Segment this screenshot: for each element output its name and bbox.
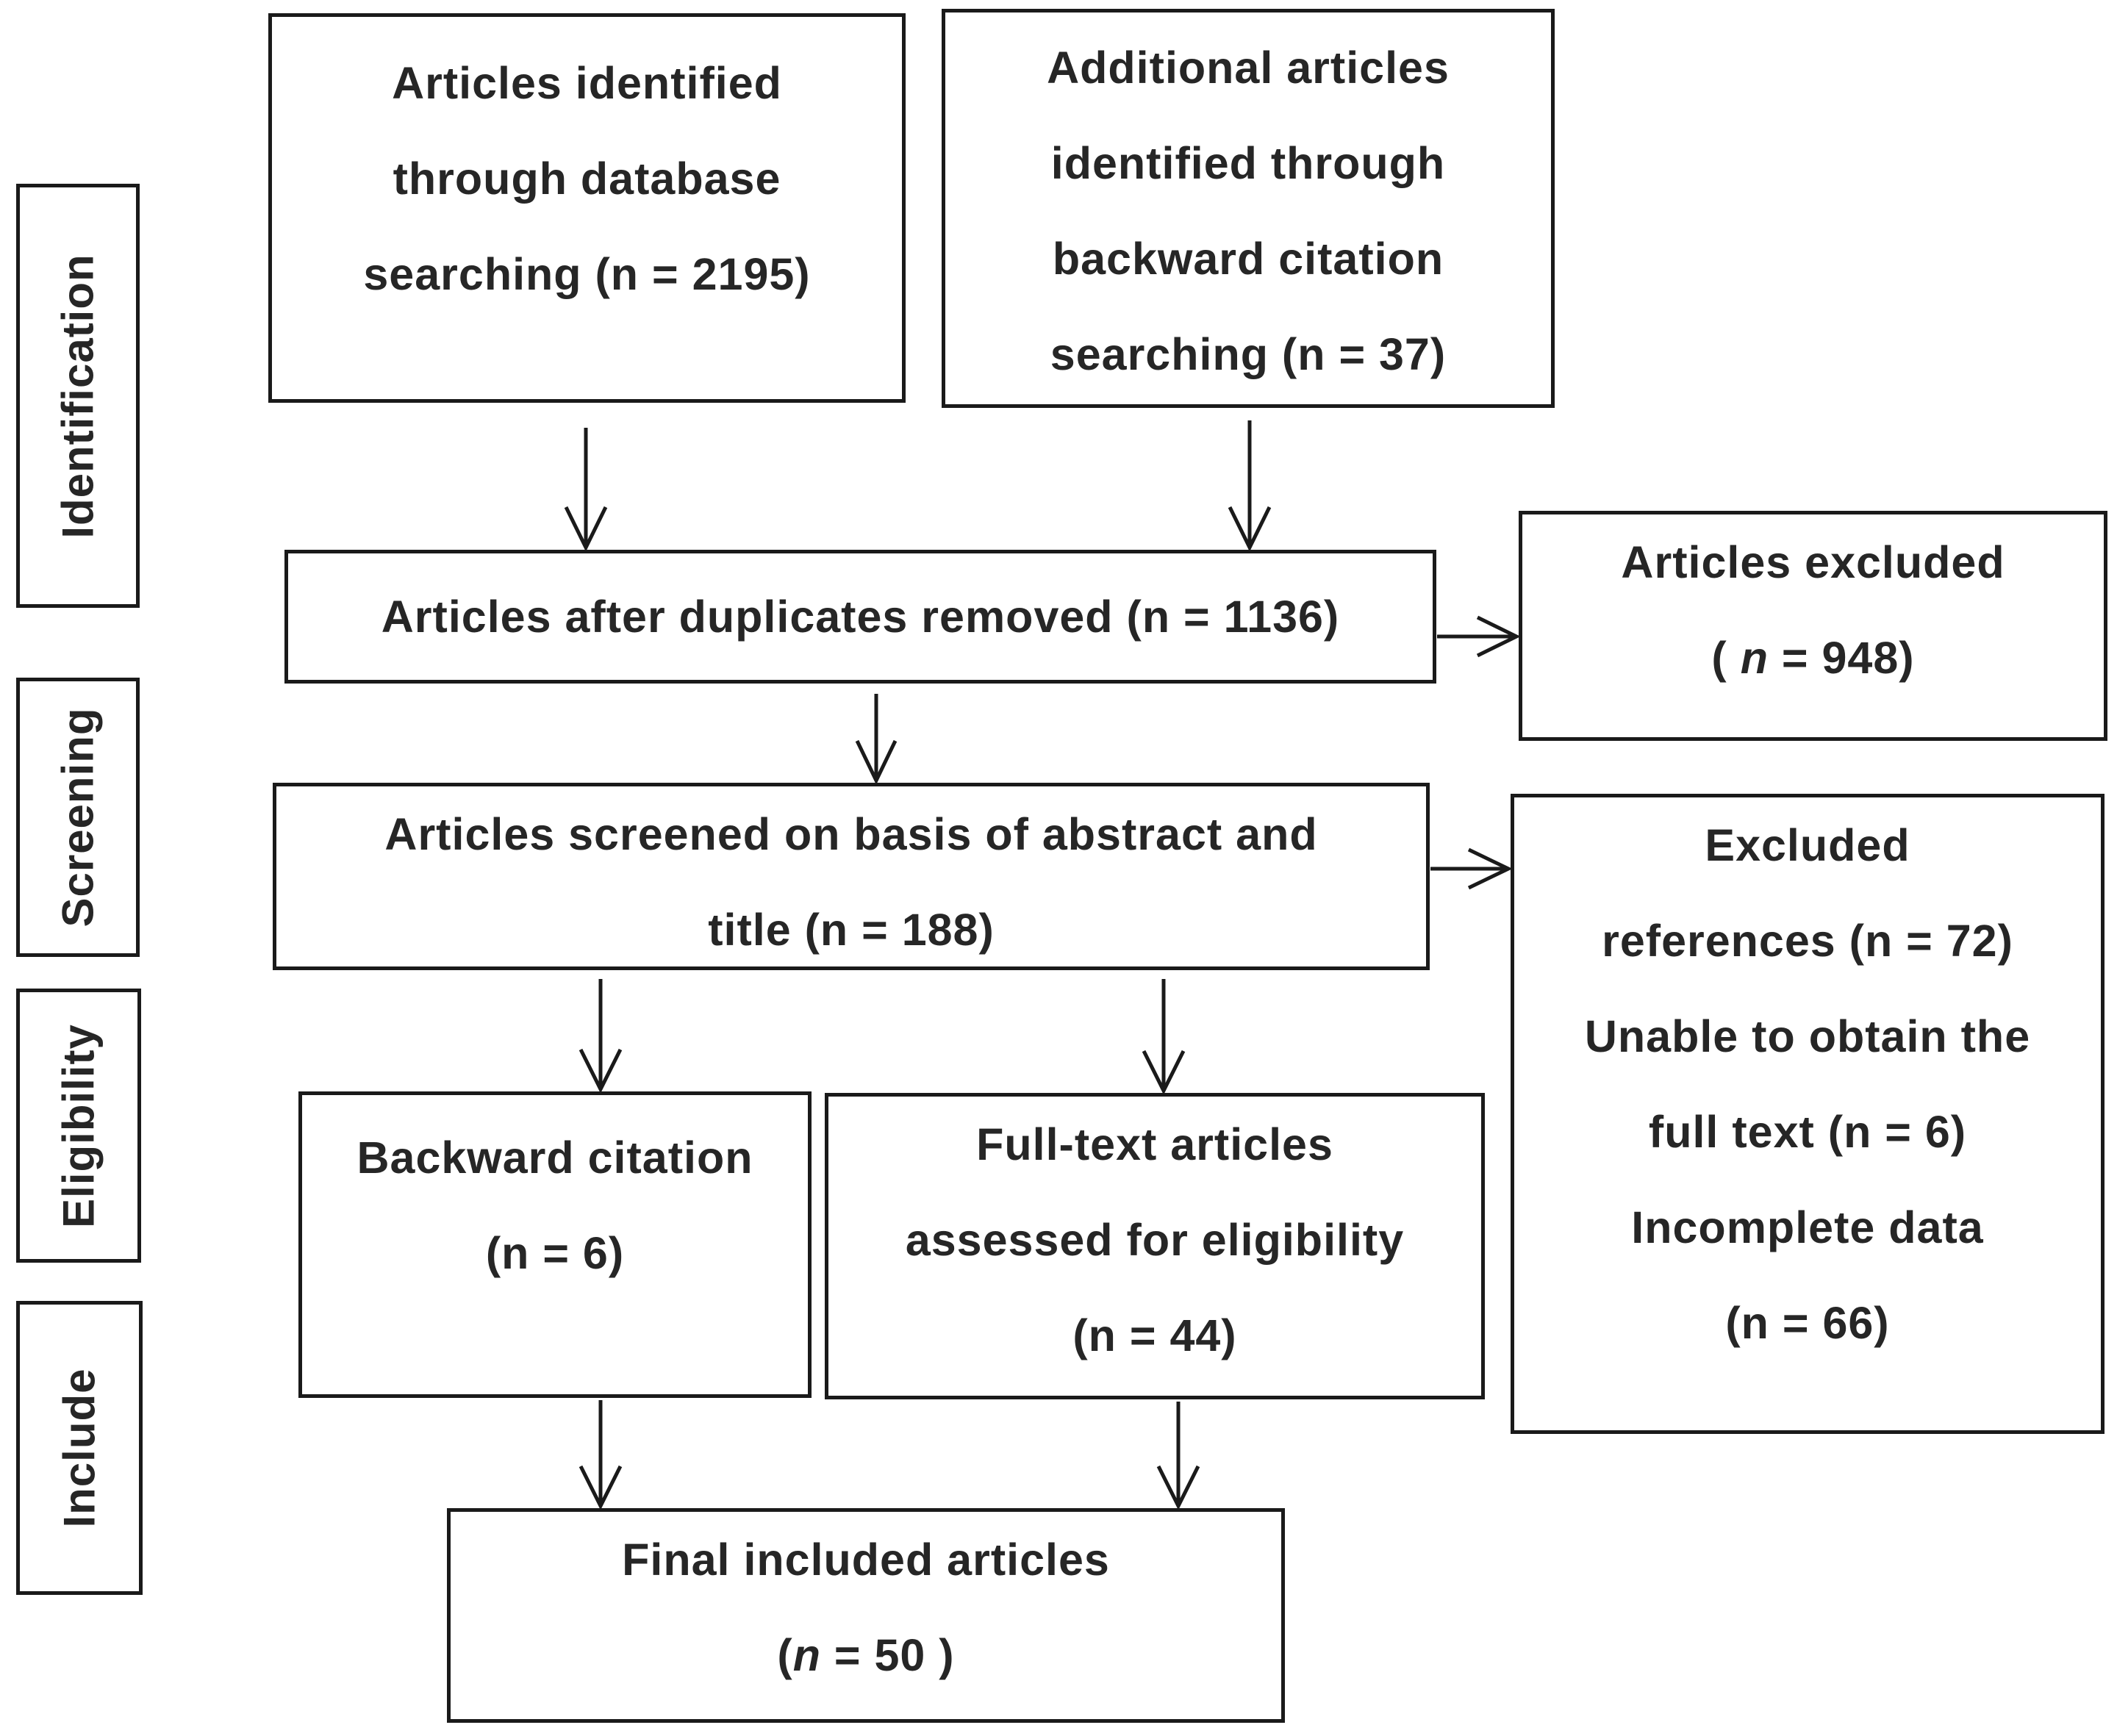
- database-search-line-3: searching (n = 2195): [363, 249, 811, 299]
- stage-screening: Screening: [16, 678, 140, 957]
- backward-search-line-3: backward citation: [1052, 234, 1444, 284]
- backward-citation-line-2: (n = 6): [485, 1228, 625, 1278]
- full-text-line-1: Full-text articles: [976, 1119, 1333, 1169]
- final-included-count: (n = 50 ): [777, 1630, 955, 1680]
- screened-line-1: Articles screened on basis of abstract a…: [384, 809, 1318, 859]
- arrow-head: [564, 506, 608, 552]
- backward-citation-line-1: Backward citation: [357, 1133, 753, 1183]
- articles-excluded-box: Articles excluded ( n = 948): [1519, 511, 2107, 741]
- excluded-references-line-4: full text (n = 6): [1648, 1107, 1967, 1157]
- arrow-head: [578, 1048, 623, 1094]
- screened-box: Articles screened on basis of abstract a…: [273, 783, 1430, 970]
- arrow-head: [1156, 1465, 1200, 1510]
- excluded-references-line-5: Incomplete data: [1631, 1202, 1984, 1252]
- database-search-box: Articles identified through database sea…: [268, 13, 906, 403]
- full-text-line-3: (n = 44): [1072, 1310, 1237, 1360]
- arrow-head: [1467, 847, 1513, 890]
- stage-include: Include: [16, 1301, 143, 1595]
- excluded-references-box: Excluded references (n = 72) Unable to o…: [1511, 794, 2105, 1434]
- backward-citation-box: Backward citation (n = 6): [298, 1091, 812, 1398]
- final-included-title: Final included articles: [622, 1535, 1110, 1585]
- arrow-head: [1228, 506, 1272, 552]
- articles-excluded-title: Articles excluded: [1621, 537, 2005, 587]
- articles-excluded-count: ( n = 948): [1711, 633, 1915, 683]
- backward-search-line-2: identified through: [1050, 138, 1446, 188]
- duplicates-removed-box: Articles after duplicates removed (n = 1…: [284, 550, 1436, 684]
- excluded-references-line-2: references (n = 72): [1602, 916, 2013, 966]
- screened-line-2: title (n = 188): [708, 905, 995, 955]
- full-text-line-2: assessed for eligibility: [905, 1215, 1405, 1265]
- backward-search-line-4: searching (n = 37): [1050, 329, 1447, 379]
- excluded-references-line-3: Unable to obtain the: [1584, 1011, 2031, 1061]
- arrow-head: [1142, 1050, 1186, 1095]
- excluded-references-line-6: (n = 66): [1725, 1298, 1890, 1348]
- backward-search-line-1: Additional articles: [1047, 43, 1450, 93]
- database-search-line-2: through database: [393, 154, 781, 204]
- stage-eligibility: Eligibility: [16, 989, 141, 1263]
- backward-search-box: Additional articles identified through b…: [942, 9, 1555, 408]
- duplicates-removed-text: Articles after duplicates removed (n = 1…: [381, 592, 1340, 642]
- excluded-references-line-1: Excluded: [1705, 820, 1910, 870]
- arrow-head: [855, 739, 898, 785]
- arrow-head: [578, 1465, 623, 1510]
- database-search-line-1: Articles identified: [392, 58, 782, 108]
- stage-identification: Identification: [16, 184, 140, 608]
- final-included-box: Final included articles (n = 50 ): [447, 1508, 1285, 1723]
- arrow-head: [1476, 615, 1521, 658]
- full-text-box: Full-text articles assessed for eligibil…: [825, 1093, 1485, 1399]
